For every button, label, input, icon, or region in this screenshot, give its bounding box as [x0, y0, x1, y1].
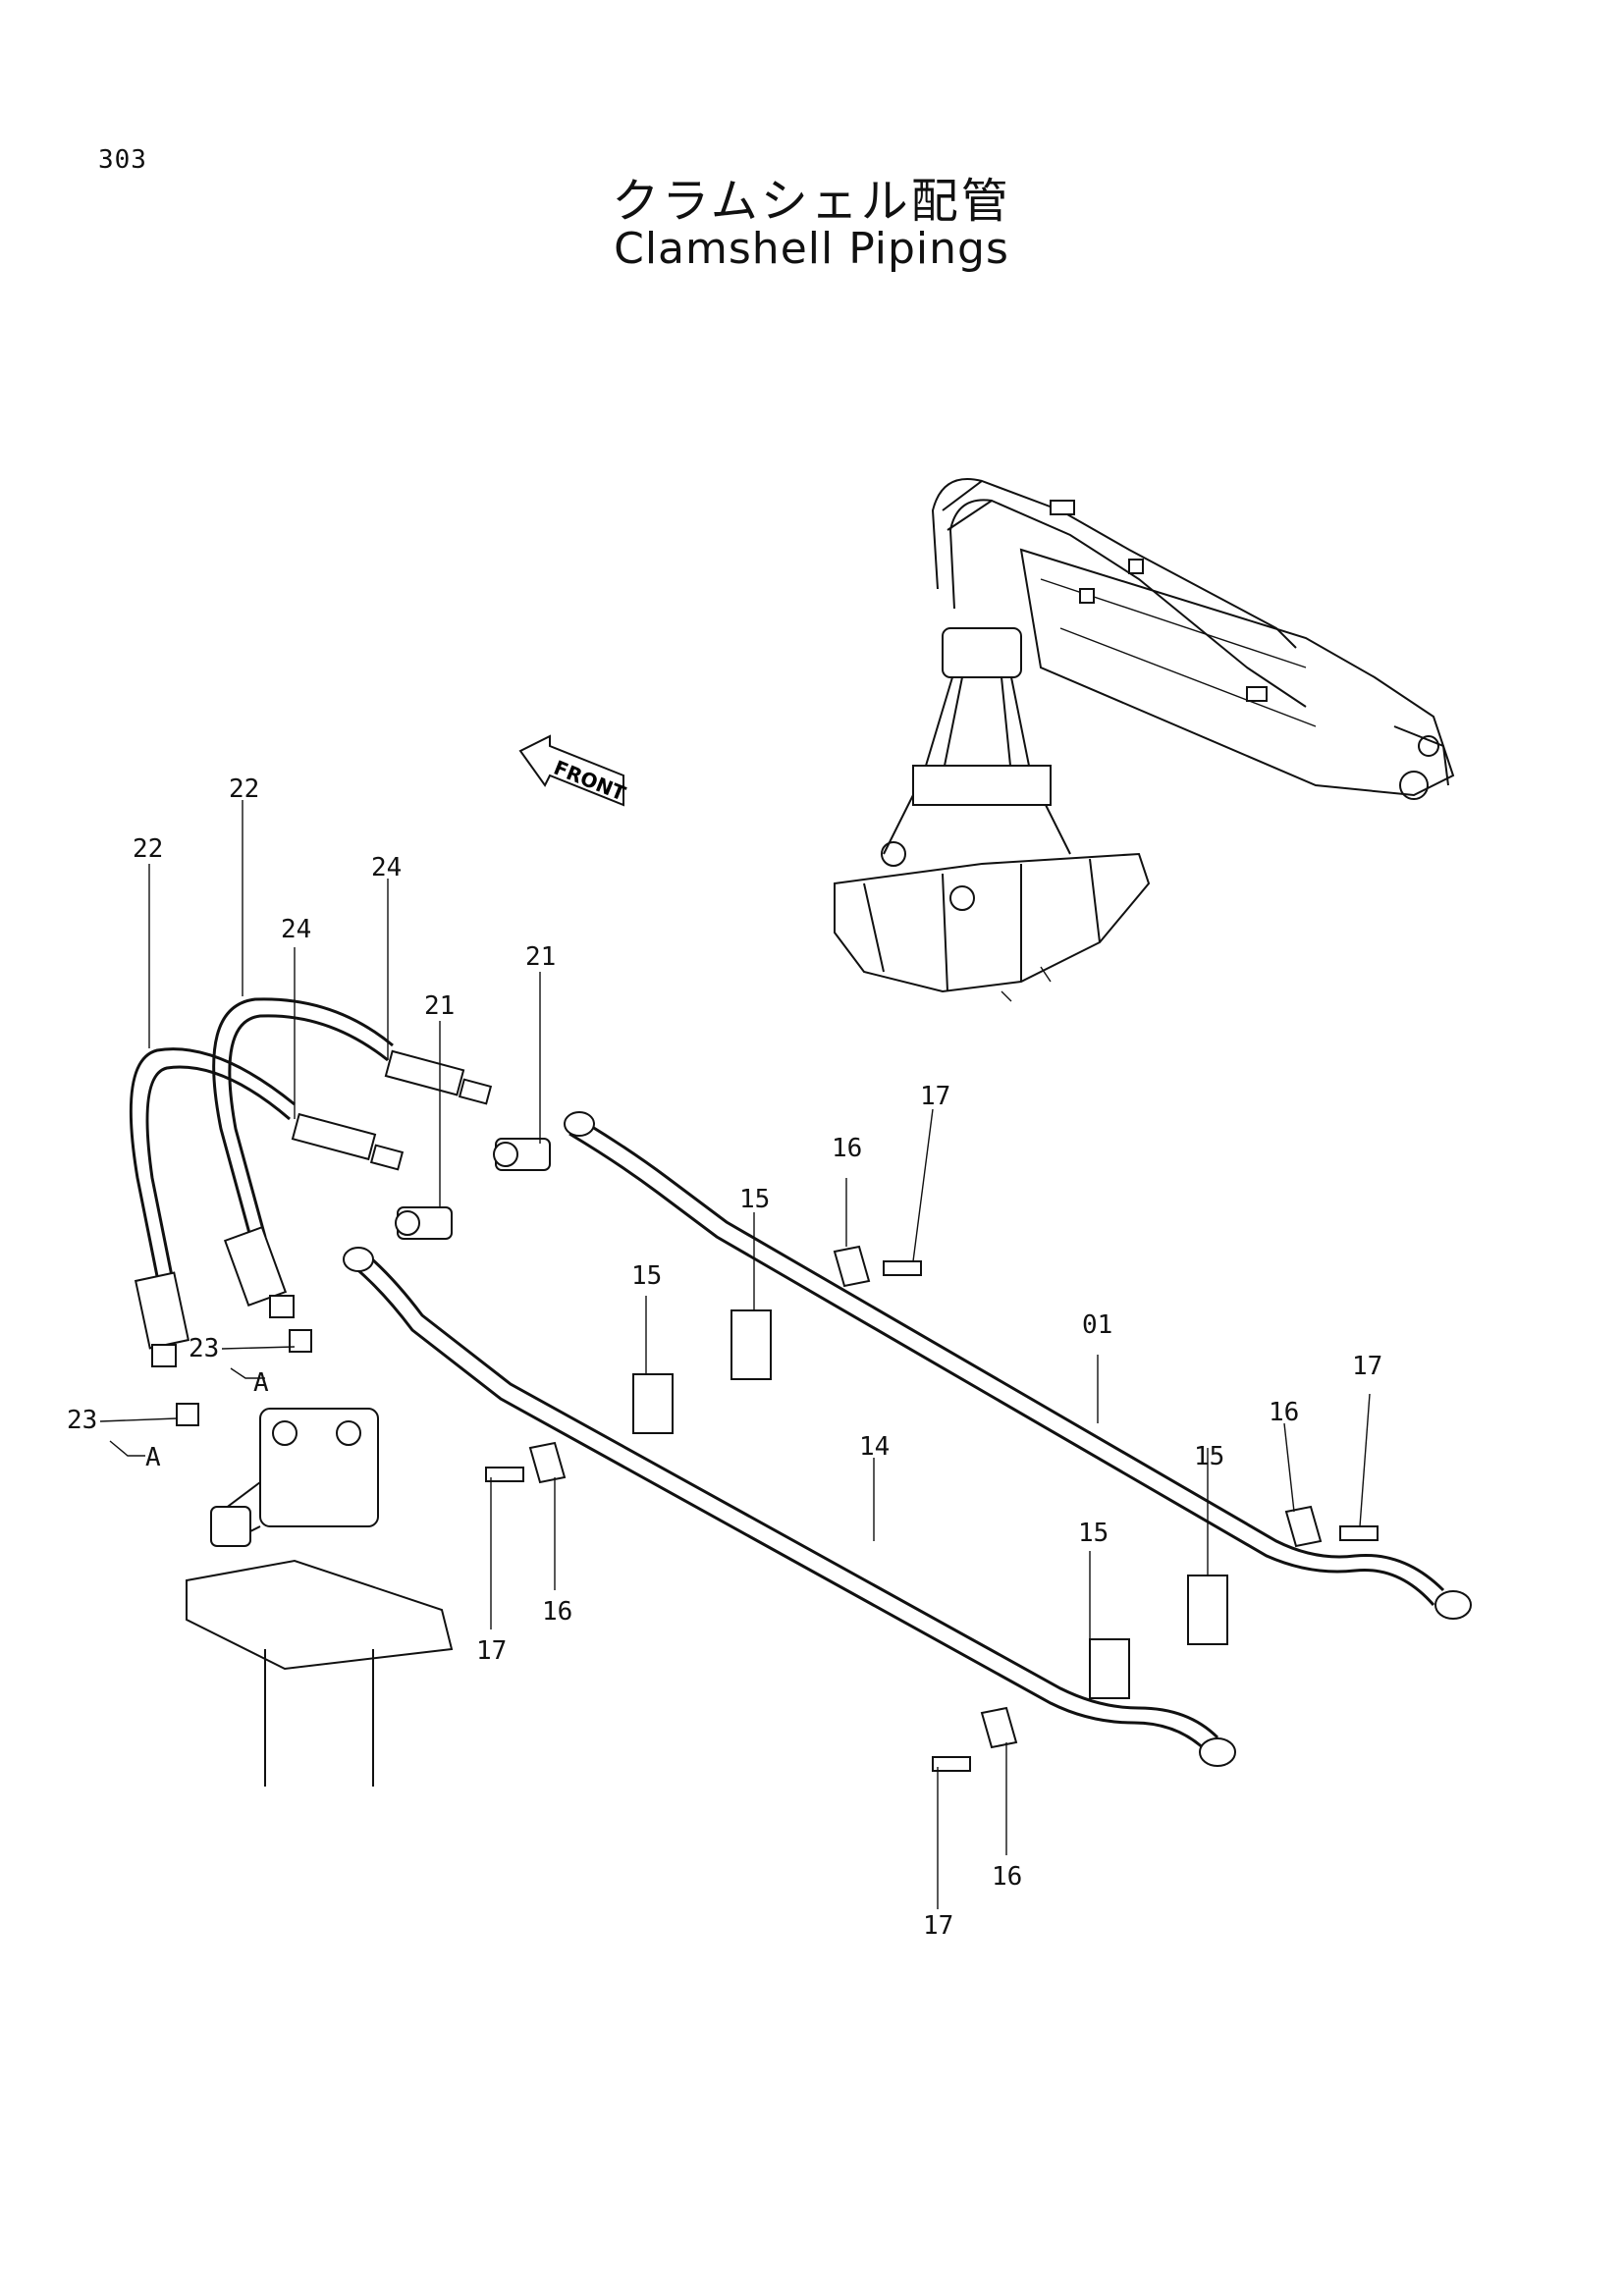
callout-01: 01: [1082, 1310, 1112, 1340]
callout-22: 22: [229, 774, 259, 804]
callout-16: 16: [1269, 1398, 1299, 1427]
clamp-15: [632, 1309, 1228, 1699]
callout-16: 16: [542, 1597, 572, 1627]
elbow-21: [395, 1138, 551, 1240]
callout-A: A: [145, 1443, 161, 1472]
callout-15: 15: [739, 1185, 770, 1214]
hose-22: [129, 997, 394, 1367]
title-english: Clamshell Pipings: [614, 224, 1009, 274]
callout-15: 15: [1194, 1442, 1224, 1471]
callout-22: 22: [133, 834, 163, 864]
callout-16: 16: [832, 1134, 862, 1163]
fitting-24: [291, 1049, 493, 1171]
callout-24: 24: [371, 853, 402, 882]
front-direction-arrow: FRONT: [518, 734, 629, 807]
callout-23: 23: [67, 1406, 97, 1435]
callout-A: A: [253, 1368, 269, 1398]
callout-15: 15: [631, 1261, 662, 1291]
clamshell-overview-illustration: [834, 478, 1455, 1002]
pipe-01: [564, 1111, 1472, 1620]
callout-labels: 22 22 24 24 21 21 23 A 23 A 15 16 17 15 …: [67, 774, 1382, 1941]
callout-14: 14: [859, 1432, 890, 1462]
callout-16: 16: [992, 1862, 1022, 1892]
swivel-joint: [176, 1329, 454, 1787]
callout-23: 23: [189, 1334, 219, 1363]
bolt-17: [485, 1260, 1379, 1772]
callout-15: 15: [1078, 1519, 1109, 1548]
callout-17: 17: [923, 1911, 953, 1941]
callout-24: 24: [281, 915, 311, 944]
clamp-16: [528, 1245, 1323, 1749]
callout-21: 21: [424, 991, 455, 1021]
callout-17: 17: [476, 1636, 507, 1666]
callout-17: 17: [1352, 1352, 1382, 1381]
leader-lines: [99, 800, 1371, 1909]
callout-17: 17: [920, 1082, 950, 1111]
title-japanese: クラムシェル配管: [612, 174, 1011, 229]
callout-21: 21: [525, 942, 556, 972]
page-number: 303: [98, 145, 147, 175]
pipe-14: [343, 1247, 1236, 1767]
